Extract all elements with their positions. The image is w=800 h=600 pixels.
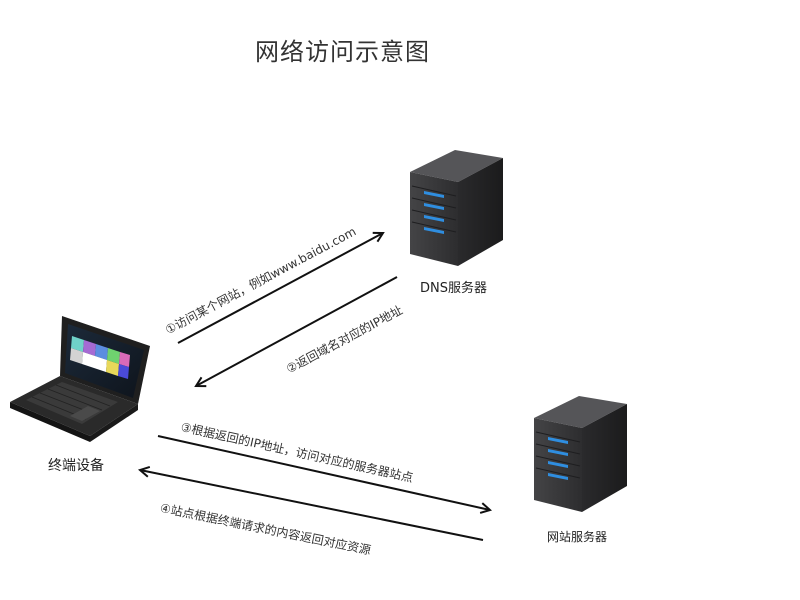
dns-server-icon — [410, 150, 503, 266]
arrow-step-4 — [140, 470, 484, 541]
arrow-step-3 — [157, 435, 490, 510]
laptop-icon — [10, 316, 150, 442]
diagram-title: 网络访问示意图 — [255, 38, 430, 66]
web-server-label: 网站服务器 — [547, 530, 608, 544]
arrow-step-2 — [196, 276, 398, 386]
terminal-label: 终端设备 — [48, 458, 104, 474]
web-server-icon — [534, 396, 627, 512]
dns-server-label: DNS服务器 — [420, 281, 487, 296]
arrow-step-1 — [177, 233, 383, 344]
